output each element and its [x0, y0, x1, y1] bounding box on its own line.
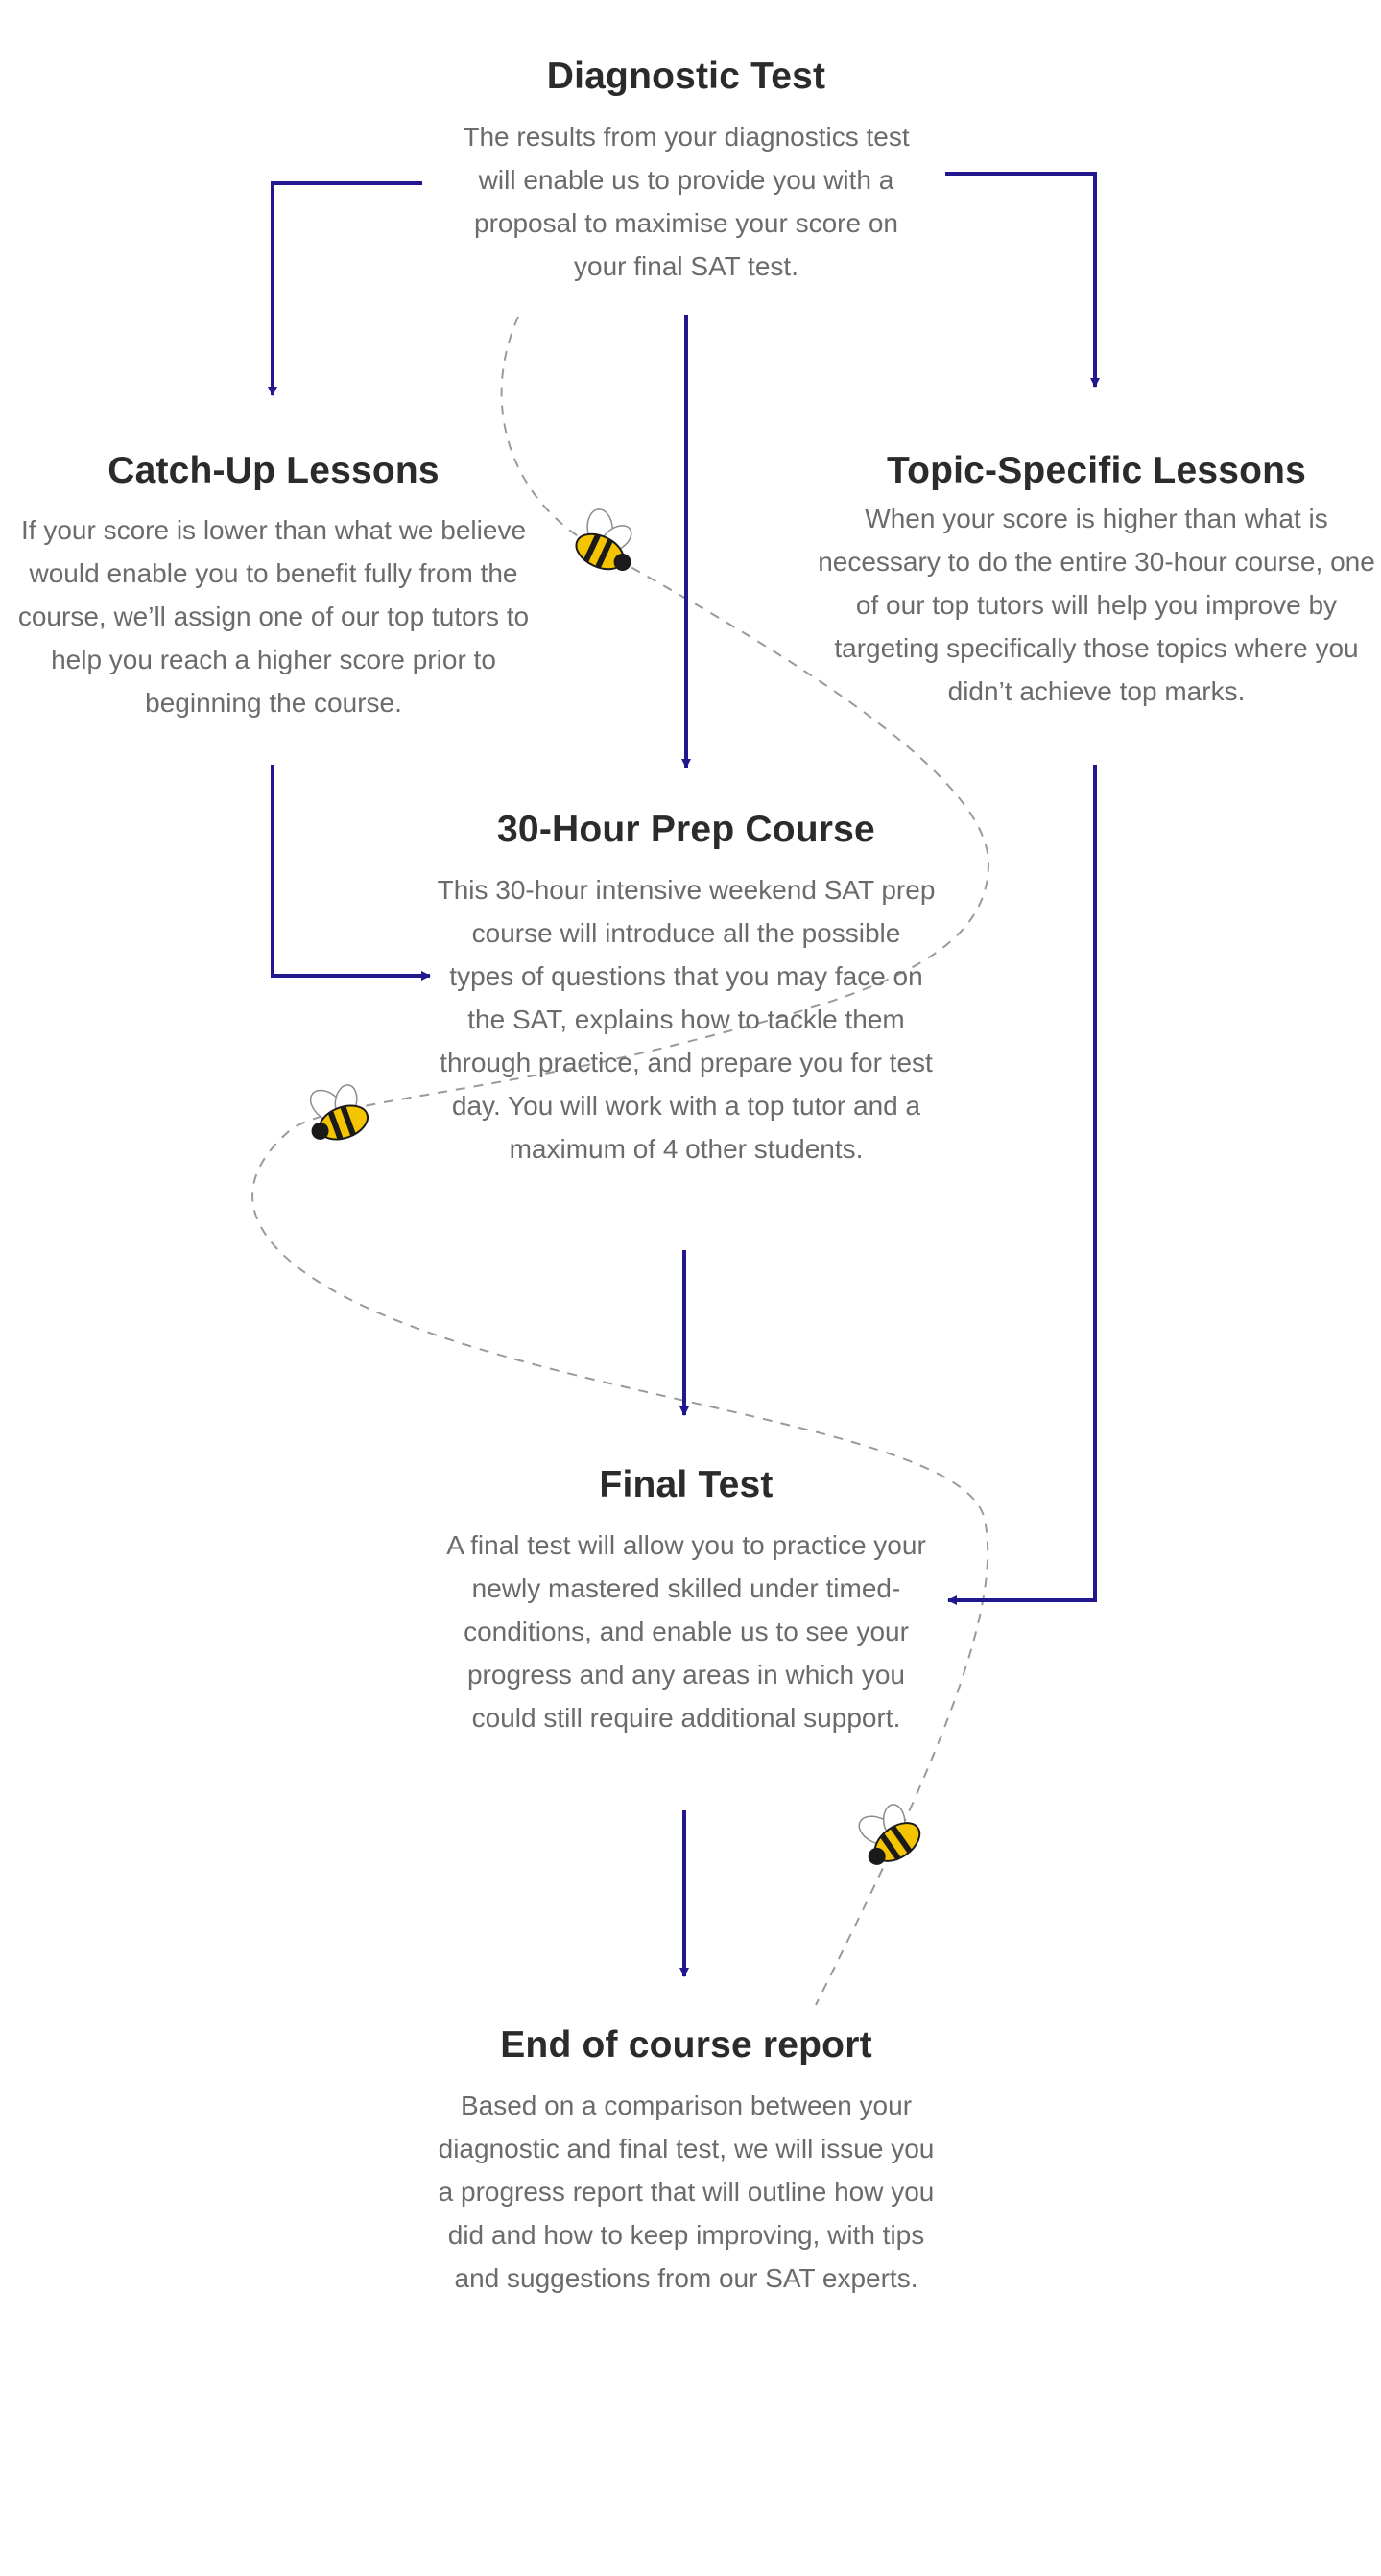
step-title: Catch-Up Lessons: [107, 450, 440, 491]
step-description: The results from your diagnostics test w…: [463, 122, 910, 281]
bee-icon: [858, 1804, 921, 1865]
arrow-catchup-to-prep: [271, 765, 431, 981]
step-title: Diagnostic Test: [546, 56, 826, 97]
step-catch-up-lessons: Catch-Up Lessons If your score is lower …: [0, 447, 547, 724]
step-description: Based on a comparison between your diagn…: [438, 2091, 935, 2293]
arrow-diagnostic-to-topic: [945, 172, 1100, 388]
step-prep-course: 30-Hour Prep Course This 30-hour intensi…: [437, 806, 936, 1170]
step-description: When your score is higher than what is n…: [818, 504, 1375, 706]
arrow-topic-to-final: [947, 765, 1097, 1605]
bee-icon: [575, 508, 632, 571]
bee-flight-path: [251, 316, 990, 2006]
bee-icon: [309, 1084, 369, 1141]
step-final-test: Final Test A final test will allow you t…: [441, 1461, 931, 1739]
step-title: 30-Hour Prep Course: [497, 809, 875, 850]
step-description: If your score is lower than what we beli…: [17, 515, 530, 718]
step-title: End of course report: [500, 2024, 872, 2066]
arrow-diagnostic-to-catchup: [268, 181, 422, 396]
step-title: Topic-Specific Lessons: [886, 450, 1307, 491]
step-description: A final test will allow you to practice …: [446, 1530, 926, 1733]
step-topic-specific-lessons: Topic-Specific Lessons When your score i…: [812, 447, 1381, 713]
step-end-of-course-report: End of course report Based on a comparis…: [437, 2021, 936, 2300]
step-description: This 30-hour intensive weekend SAT prep …: [437, 875, 936, 1164]
step-diagnostic-test: Diagnostic Test The results from your di…: [451, 53, 921, 288]
step-title: Final Test: [599, 1464, 774, 1505]
